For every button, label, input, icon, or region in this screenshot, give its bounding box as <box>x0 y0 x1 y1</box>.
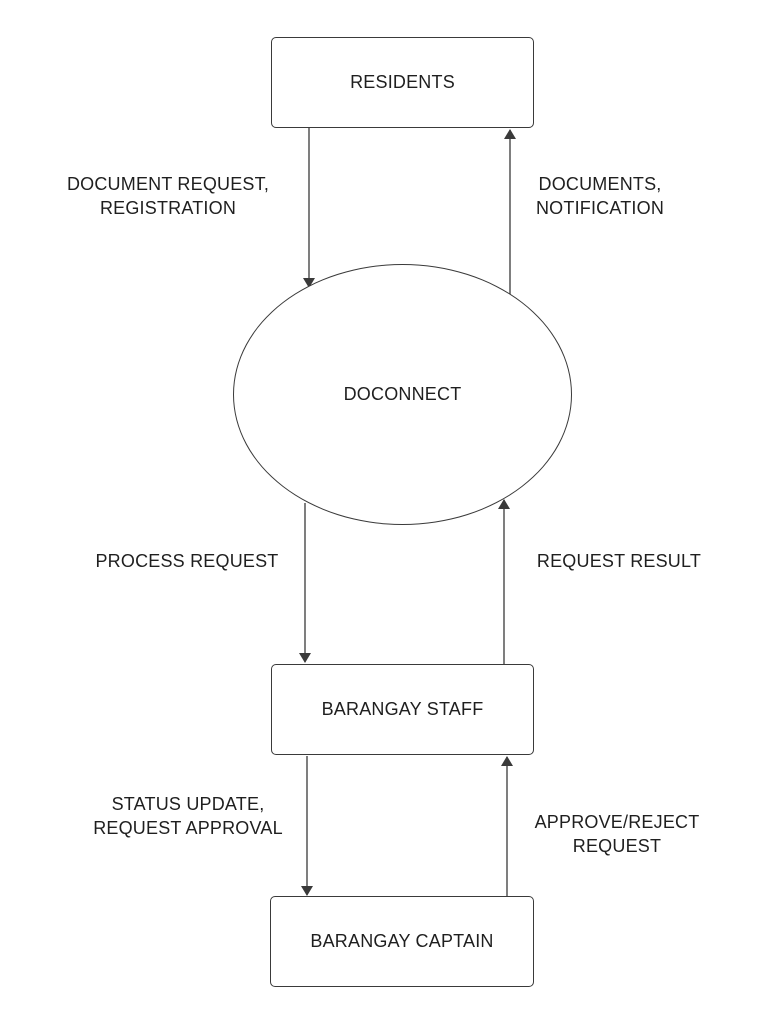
flow-label-line: REQUEST RESULT <box>536 551 702 571</box>
flow-label-doconnect-to-staff: PROCESS REQUEST <box>70 549 304 573</box>
flow-label-line: REQUEST <box>572 836 662 856</box>
flow-label-line: APPROVE/REJECT <box>534 812 700 832</box>
flow-label-line: STATUS UPDATE, <box>111 794 265 814</box>
flow-label-captain-to-staff: APPROVE/REJECT REQUEST <box>512 810 722 858</box>
residents-entity: RESIDENTS <box>271 37 534 128</box>
flow-label-line: DOCUMENTS, <box>538 174 662 194</box>
flow-label-line: PROCESS REQUEST <box>95 551 279 571</box>
flow-label-line: DOCUMENT REQUEST, <box>66 174 270 194</box>
flow-label-staff-to-captain: STATUS UPDATE, REQUEST APPROVAL <box>66 792 310 840</box>
barangay-staff-entity: BARANGAY STAFF <box>271 664 534 755</box>
residents-label: RESIDENTS <box>350 72 455 92</box>
flow-label-line: REQUEST APPROVAL <box>93 818 283 838</box>
flow-label-residents-to-doconnect: DOCUMENT REQUEST, REGISTRATION <box>40 172 296 220</box>
doconnect-process: DOCONNECT <box>233 264 572 525</box>
barangay-staff-label: BARANGAY STAFF <box>321 699 484 719</box>
flow-label-line: REGISTRATION <box>99 198 237 218</box>
doconnect-label: DOCONNECT <box>343 384 462 404</box>
flow-label-line: NOTIFICATION <box>535 198 665 218</box>
flow-label-staff-to-doconnect: REQUEST RESULT <box>514 549 724 573</box>
flow-label-doconnect-to-residents: DOCUMENTS, NOTIFICATION <box>518 172 682 220</box>
barangay-captain-entity: BARANGAY CAPTAIN <box>270 896 534 987</box>
barangay-captain-label: BARANGAY CAPTAIN <box>310 931 494 951</box>
